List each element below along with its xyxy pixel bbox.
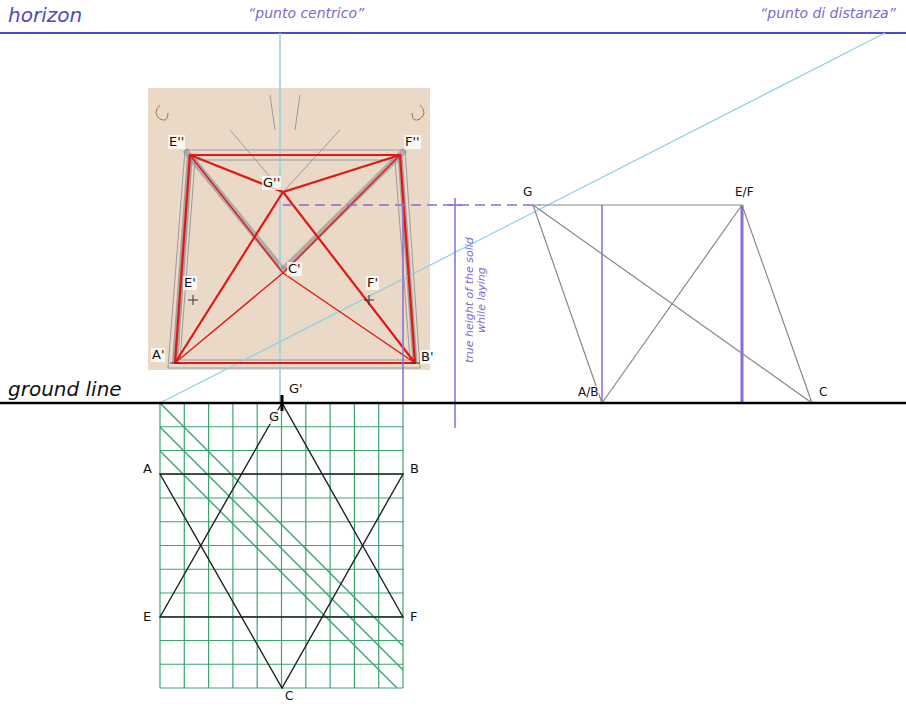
- ground-line: [0, 402, 906, 405]
- horizon-line: [0, 32, 906, 34]
- vertex-label: E/F: [734, 186, 755, 199]
- vertex-label: A: [143, 462, 152, 476]
- side-view: [533, 205, 812, 403]
- grid-line: [160, 521, 403, 522]
- vertex-label: F: [410, 610, 417, 624]
- grid-line: [160, 426, 403, 427]
- axis-label: ground line: [8, 378, 122, 400]
- plus-marks: [170, 295, 420, 363]
- vertex-label: B: [410, 462, 419, 476]
- axis-label: horizon: [8, 4, 82, 26]
- grid-line: [160, 592, 403, 593]
- photo-sketch: [156, 95, 424, 368]
- height-construction: [283, 198, 742, 428]
- solid-outline: [175, 155, 415, 363]
- grid-diagonals: [160, 403, 403, 688]
- grid-line: [160, 569, 403, 570]
- dimension-label: true height of the solid while laying: [464, 230, 488, 370]
- vertex-label: F': [366, 276, 379, 290]
- grid-line: [160, 450, 403, 451]
- grid-line: [160, 545, 403, 546]
- vertex-label: G': [288, 382, 304, 396]
- vertex-label: E': [183, 276, 197, 290]
- vertex-label: C: [285, 690, 293, 703]
- point-label: “punto di distanza”: [760, 6, 896, 21]
- vertex-label: C: [818, 386, 828, 399]
- vertex-label: G'': [262, 176, 281, 190]
- grid-line: [160, 664, 403, 665]
- centric-line: [279, 33, 281, 403]
- vertex-label: E: [143, 610, 151, 624]
- vertex-label: B': [420, 350, 435, 364]
- vertex-label: C': [287, 262, 302, 276]
- vertex-label: A': [151, 348, 165, 362]
- vertex-label: G: [522, 186, 533, 199]
- vertex-label: E'': [168, 135, 185, 149]
- vertex-label: A/B: [577, 386, 599, 399]
- point-label: “punto centrico”: [248, 6, 364, 21]
- plan-star: [160, 403, 403, 688]
- distance-line: [160, 33, 885, 403]
- vertex-label: F'': [404, 135, 421, 149]
- grid-line: [160, 640, 403, 641]
- photo-background: [148, 88, 430, 370]
- tick-mark: [281, 395, 284, 411]
- plan-grid: [160, 403, 403, 688]
- vertex-label: G: [268, 410, 280, 424]
- grid-line: [160, 497, 403, 498]
